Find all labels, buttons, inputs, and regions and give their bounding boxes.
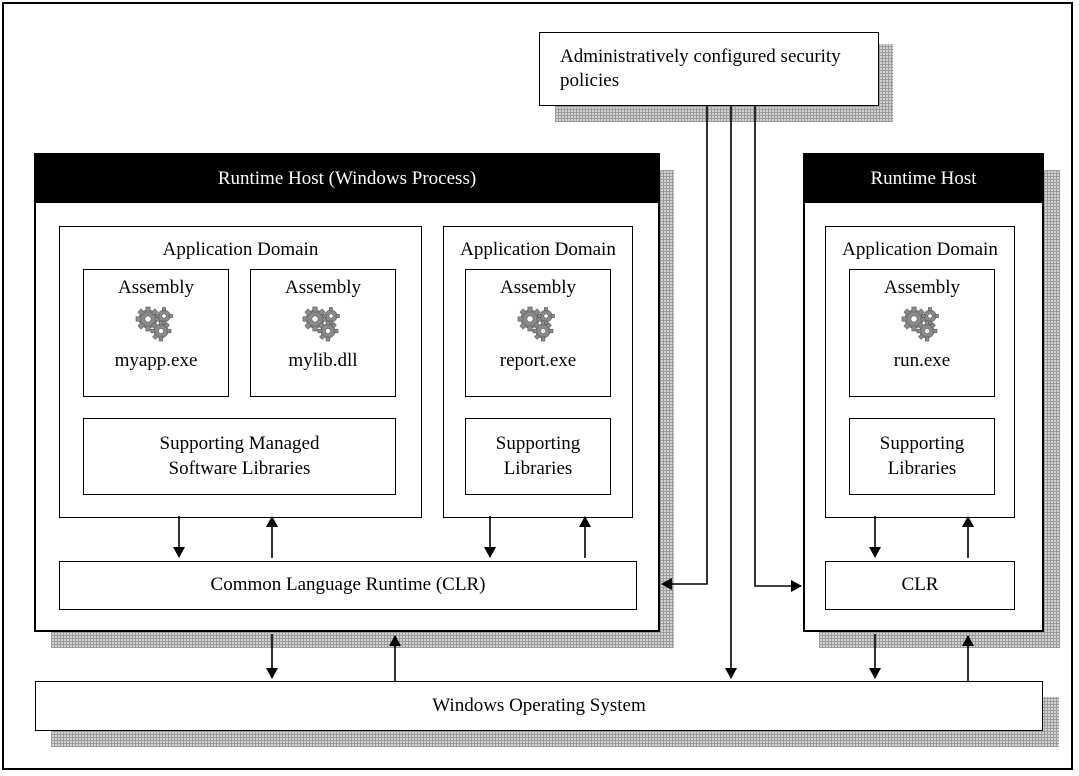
- supporting-libraries: Supporting Libraries: [465, 418, 611, 495]
- clr-common-language-runtime: Common Language Runtime (CLR): [59, 561, 637, 610]
- assembly-heading: Assembly: [500, 277, 576, 298]
- windows-operating-system: Windows Operating System: [35, 681, 1043, 731]
- assembly-file: report.exe: [499, 350, 577, 371]
- app-domain-c: Application Domain Assembly run.exe Supp…: [825, 226, 1015, 518]
- assembly-report: Assembly report.exe: [465, 269, 611, 397]
- app-domain-a-title: Application Domain: [162, 239, 319, 260]
- security-policies-label: Administratively configured security pol…: [560, 46, 841, 92]
- assembly-file: run.exe: [893, 350, 951, 371]
- runtime-host-left: Runtime Host (Windows Process) Applicati…: [34, 153, 660, 632]
- runtime-host-right: Runtime Host Application Domain Assembly…: [803, 153, 1044, 632]
- assembly-file: mylib.dll: [288, 350, 358, 371]
- assembly-run: Assembly run.exe: [849, 269, 995, 397]
- app-domain-b: Application Domain Assembly report.exe S…: [443, 226, 633, 518]
- assembly-file: myapp.exe: [114, 350, 198, 371]
- security-policies-box: Administratively configured security pol…: [539, 32, 879, 106]
- runtime-host-left-title: Runtime Host (Windows Process): [36, 155, 658, 203]
- supporting-libraries: Supporting Libraries: [849, 418, 995, 495]
- app-domain-b-title: Application Domain: [460, 239, 616, 260]
- assembly-heading: Assembly: [285, 277, 361, 298]
- supporting-managed-libraries: Supporting Managed Software Libraries: [83, 418, 396, 495]
- assembly-heading: Assembly: [118, 277, 194, 298]
- app-domain-a: Application Domain Assembly myapp.exe As…: [59, 226, 422, 518]
- clr-right: CLR: [825, 561, 1015, 610]
- assembly-heading: Assembly: [884, 277, 960, 298]
- assembly-mylib: Assembly mylib.dll: [250, 269, 396, 397]
- runtime-host-right-title: Runtime Host: [805, 155, 1042, 203]
- assembly-myapp: Assembly myapp.exe: [83, 269, 229, 397]
- app-domain-c-title: Application Domain: [842, 239, 998, 260]
